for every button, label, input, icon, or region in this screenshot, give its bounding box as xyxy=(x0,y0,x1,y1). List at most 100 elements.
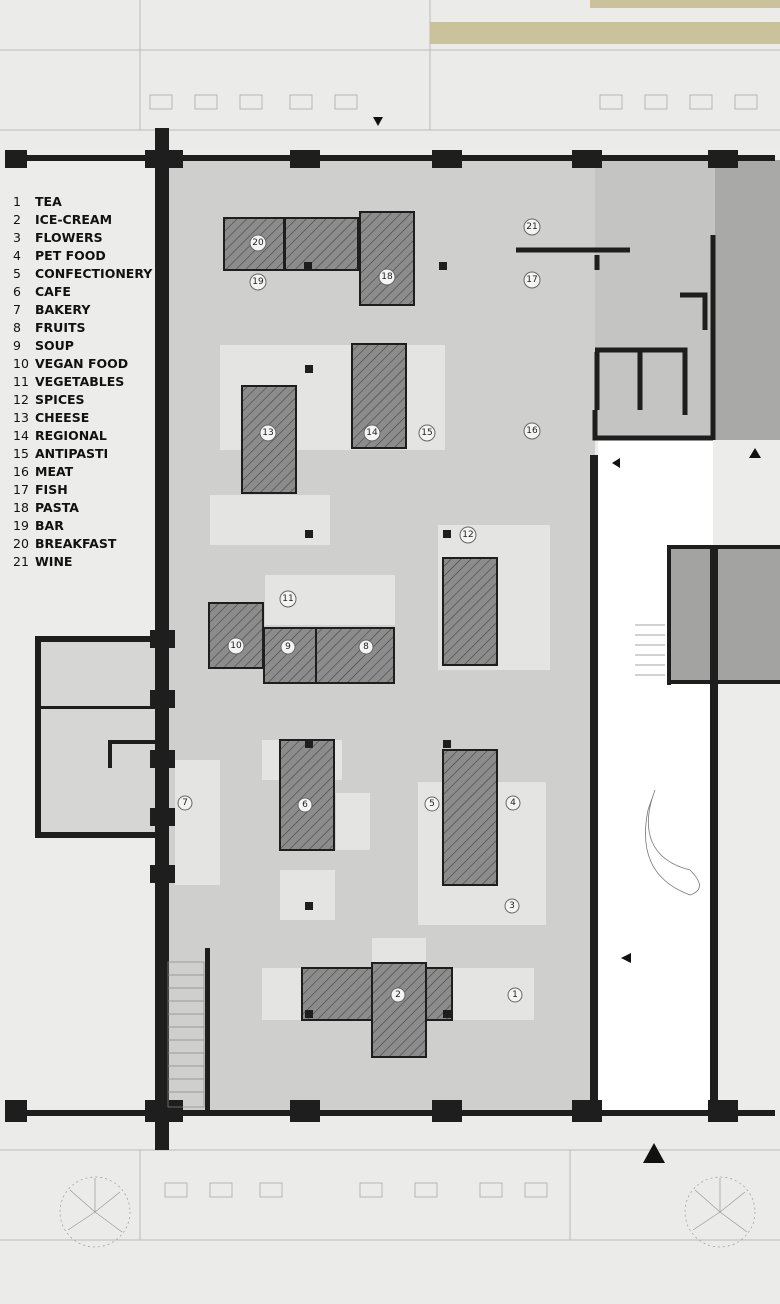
street-grid-lines xyxy=(0,0,780,1241)
svg-text:14: 14 xyxy=(366,428,378,438)
entrance-arrow-lobby xyxy=(621,953,631,963)
stall-icecream xyxy=(371,962,427,1058)
legend-item: 2 ICE-CREAM xyxy=(13,211,152,229)
marker-19: 19 xyxy=(249,273,267,291)
marker-4: 4 xyxy=(505,795,521,811)
legend-number: 8 xyxy=(13,320,21,335)
stall-confectionery-petfood xyxy=(442,749,498,886)
entrance-arrow-service xyxy=(749,448,761,458)
svg-text:19: 19 xyxy=(252,277,264,287)
legend-label: VEGETABLES xyxy=(35,374,125,389)
lobby-sculpture xyxy=(645,789,700,896)
stall-vegan-food xyxy=(208,602,264,669)
svg-text:12: 12 xyxy=(462,530,473,540)
legend-label: WINE xyxy=(35,554,73,569)
legend-label: PASTA xyxy=(35,500,79,515)
stall-breakfast xyxy=(223,217,285,271)
marker-21: 21 xyxy=(523,218,541,236)
piers xyxy=(5,150,738,1122)
legend-number: 4 xyxy=(13,248,21,263)
grass-strip-top xyxy=(590,0,780,8)
entrance-arrows xyxy=(373,117,761,1163)
marker-13: 13 xyxy=(259,424,277,442)
legend-number: 3 xyxy=(13,230,21,245)
legend-number: 2 xyxy=(13,212,21,227)
legend-item: 18 PASTA xyxy=(13,499,152,517)
marker-1: 1 xyxy=(507,987,523,1003)
legend-label: CONFECTIONERY xyxy=(35,266,153,281)
svg-text:16: 16 xyxy=(526,426,538,436)
meat-fish-area xyxy=(595,160,715,440)
marker-9: 9 xyxy=(280,639,296,655)
legend-number: 9 xyxy=(13,338,21,353)
svg-text:6: 6 xyxy=(302,800,308,810)
stairs xyxy=(167,624,665,1108)
legend-item: 3 FLOWERS xyxy=(13,229,152,247)
legend-label: SOUP xyxy=(35,338,74,353)
marker-11: 11 xyxy=(279,590,297,608)
marker-8: 8 xyxy=(358,639,374,655)
bakery-annex xyxy=(35,640,160,835)
legend-label: FISH xyxy=(35,482,68,497)
legend-item: 5 CONFECTIONERY xyxy=(13,265,152,283)
legend-label: PET FOOD xyxy=(35,248,106,263)
south-street xyxy=(0,1120,780,1304)
svg-text:4: 4 xyxy=(510,798,516,808)
marker-6: 6 xyxy=(297,797,313,813)
legend-number: 12 xyxy=(13,392,29,407)
legend-label: REGIONAL xyxy=(35,428,107,443)
marker-15: 15 xyxy=(418,424,436,442)
legend-label: CAFE xyxy=(35,284,71,299)
stall-pasta xyxy=(359,211,415,306)
legend-number: 17 xyxy=(13,482,29,497)
east-service-area xyxy=(715,160,780,440)
legend-label: TEA xyxy=(35,194,62,209)
marker-18: 18 xyxy=(378,268,396,286)
legend-item: 11 VEGETABLES xyxy=(13,373,152,391)
legend-item: 7 BAKERY xyxy=(13,301,152,319)
stall-bar xyxy=(284,217,359,271)
legend-number: 1 xyxy=(13,194,21,209)
legend-number: 16 xyxy=(13,464,29,479)
marker-3: 3 xyxy=(504,898,520,914)
svg-text:17: 17 xyxy=(526,275,537,285)
grass-strip xyxy=(430,22,780,44)
marker-16: 16 xyxy=(523,422,541,440)
marker-7: 7 xyxy=(177,795,193,811)
entrance-arrow-east xyxy=(612,458,620,468)
restrooms xyxy=(670,545,780,680)
legend-label: BAKERY xyxy=(35,302,91,317)
legend-number: 7 xyxy=(13,302,21,317)
legend-label: FLOWERS xyxy=(35,230,103,245)
legend-label: MEAT xyxy=(35,464,74,479)
legend-item: 17 FISH xyxy=(13,481,152,499)
marker-17: 17 xyxy=(523,271,541,289)
street-tables xyxy=(149,94,758,1198)
marker-5: 5 xyxy=(424,796,440,812)
legend-number: 13 xyxy=(13,410,29,425)
counter-walls xyxy=(516,235,716,441)
east-corridor xyxy=(598,440,713,1115)
legend-number: 21 xyxy=(13,554,29,569)
legend-number: 11 xyxy=(13,374,29,389)
svg-text:3: 3 xyxy=(509,901,515,911)
legend-label: SPICES xyxy=(35,392,85,407)
legend-item: 12 SPICES xyxy=(13,391,152,409)
svg-text:8: 8 xyxy=(363,642,369,652)
legend-label: ICE-CREAM xyxy=(35,212,113,227)
legend-label: BAR xyxy=(35,518,64,533)
legend-number: 10 xyxy=(13,356,29,371)
stall-legend: 1 TEA 2 ICE-CREAM 3 FLOWERS 4 PET FOOD 5 CONFECTI… xyxy=(13,193,152,571)
legend-number: 18 xyxy=(13,500,29,515)
legend-item: 16 MEAT xyxy=(13,463,152,481)
legend-item: 1 TEA xyxy=(13,193,152,211)
svg-text:9: 9 xyxy=(285,642,291,652)
legend-number: 5 xyxy=(13,266,21,281)
